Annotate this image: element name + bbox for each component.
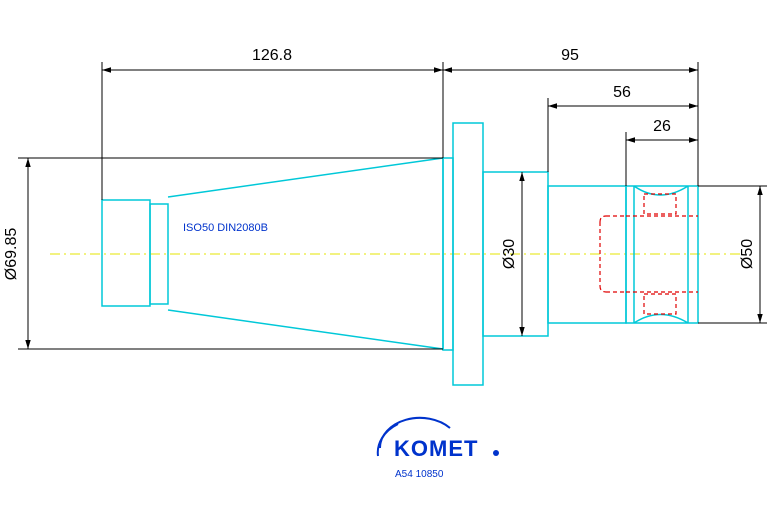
dimension-126-8	[101, 62, 444, 200]
dimension-shank-diameter-label: Ø50	[739, 239, 756, 269]
hidden-features	[599, 193, 698, 315]
dimension-shank-diameter	[698, 185, 767, 324]
dimension-26-label: 26	[653, 118, 671, 135]
dimension-95-label: 95	[561, 47, 579, 64]
dimension-56	[547, 98, 698, 172]
dimension-collar-diameter-label: Ø30	[501, 239, 518, 269]
dimension-taper-diameter	[18, 157, 443, 350]
taper-note: ISO50 DIN2080B	[183, 222, 268, 234]
dimension-taper-diameter-label: Ø69.85	[3, 228, 20, 281]
komet-logo: KOMET	[376, 416, 499, 461]
dimension-126-8-label: 126.8	[252, 47, 292, 64]
part-number: A54 10850	[395, 469, 444, 480]
dimension-95	[443, 62, 699, 186]
dimension-56-label: 56	[613, 84, 631, 101]
dimension-26	[625, 132, 698, 186]
logo-wordmark: KOMET	[394, 436, 478, 461]
shank-outline	[547, 185, 699, 324]
